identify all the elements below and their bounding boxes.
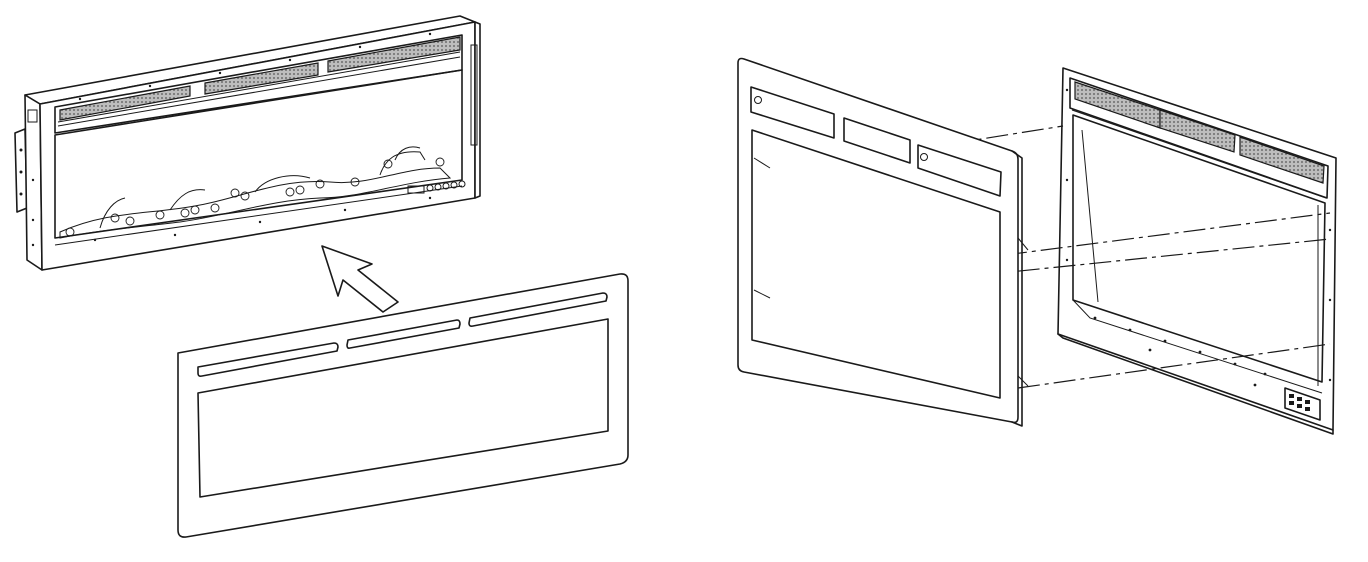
trim-slot-center xyxy=(346,319,461,349)
tall-vent-right xyxy=(1239,136,1325,184)
control-panel-icon xyxy=(407,180,466,194)
tall-trim-opening xyxy=(751,129,1001,399)
tall-fireplace-unit xyxy=(1057,67,1337,435)
vent-grille-left xyxy=(59,85,191,121)
trim-frame-outline xyxy=(177,273,629,538)
vent-grille-right xyxy=(327,36,461,73)
arrow-up-icon xyxy=(321,245,399,313)
tall-vent-center xyxy=(1159,109,1236,153)
control-panel-icon xyxy=(1284,387,1321,421)
tall-trim-slot-left xyxy=(750,86,835,139)
trim-frame-opening xyxy=(197,318,609,498)
tall-trim-frame xyxy=(737,57,1029,427)
decorative-logs xyxy=(59,146,452,239)
vent-grille-center xyxy=(204,62,319,95)
tall-flame-window xyxy=(1072,114,1326,383)
wide-trim-frame xyxy=(177,273,629,538)
trim-slot-left xyxy=(197,342,339,377)
trim-slot-right xyxy=(468,292,608,327)
tall-trim-slot-center xyxy=(843,117,911,164)
tall-trim-outline xyxy=(737,57,1019,424)
flame-window xyxy=(54,69,463,239)
wide-fireplace-unit xyxy=(14,15,481,271)
tall-trim-slot-right xyxy=(917,144,1002,197)
